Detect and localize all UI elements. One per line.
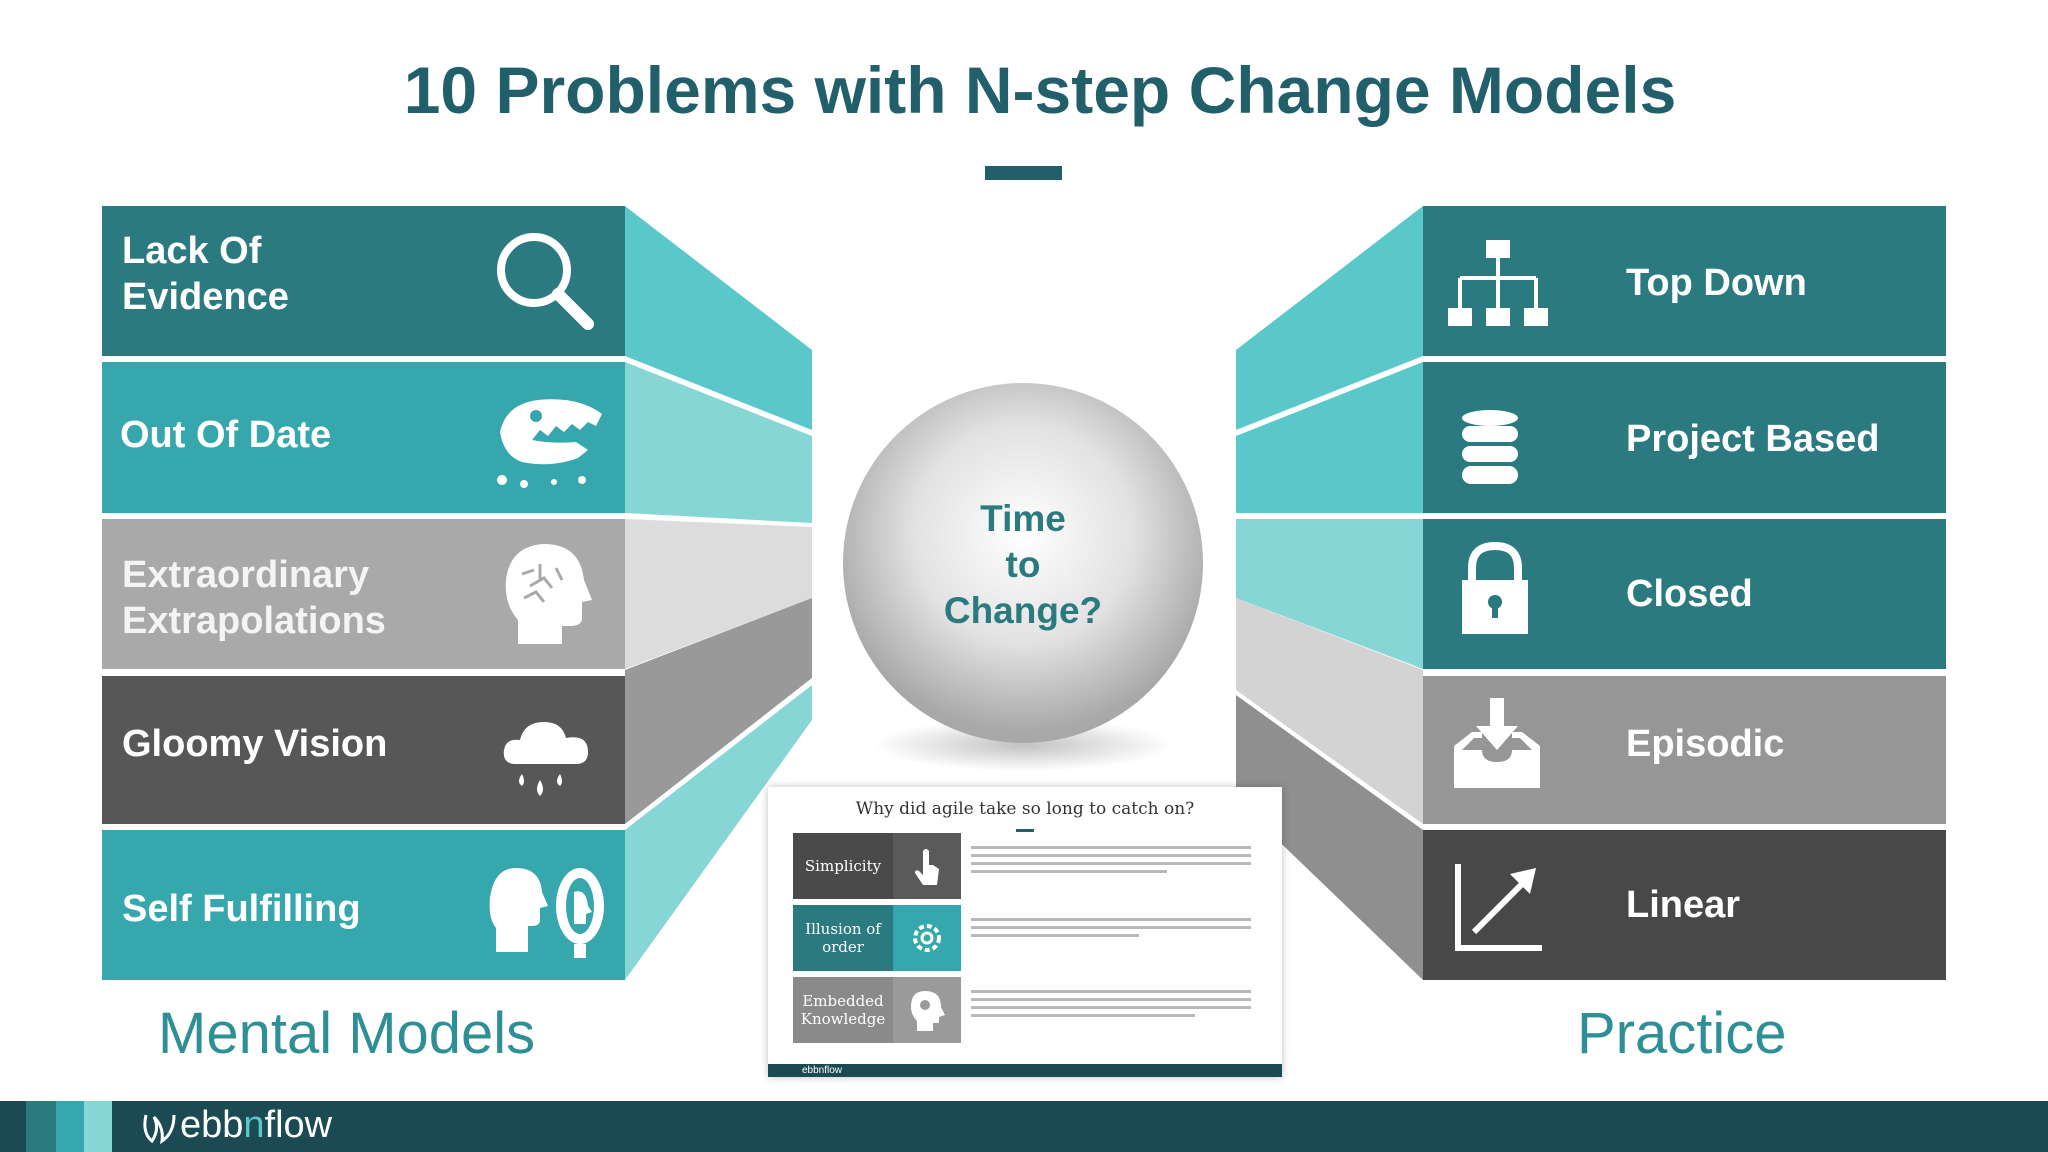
sphere-label: Time to Change? <box>843 496 1203 634</box>
inset-title-underline <box>1016 829 1034 832</box>
right-item-5-label: Linear <box>1626 884 1741 926</box>
magnifier-icon <box>497 233 594 330</box>
head-gears-icon <box>893 977 961 1043</box>
left-fan-3 <box>625 519 812 669</box>
trend-arrow-icon <box>1455 864 1542 951</box>
right-item-2-label: Project Based <box>1626 418 1880 460</box>
inset-slide: Why did agile take so long to catch on? … <box>768 787 1282 1077</box>
footer-stripe-4 <box>84 1101 112 1152</box>
logo-n: n <box>243 1104 265 1146</box>
footer-stripe-3 <box>56 1101 84 1152</box>
left-heading: Mental Models <box>158 1001 536 1066</box>
inset-row-label: Illusion of order <box>793 905 893 971</box>
inbox-download-icon <box>1454 698 1540 788</box>
right-heading: Practice <box>1577 1001 1787 1066</box>
org-chart-icon <box>1448 240 1548 326</box>
left-fan-1 <box>625 206 812 430</box>
left-fan-4 <box>625 598 812 824</box>
right-band-4 <box>1423 676 1946 824</box>
padlock-icon <box>1462 542 1528 634</box>
footer-logo: ebbnflow <box>140 1104 332 1147</box>
right-item-1-label: Top Down <box>1626 262 1807 304</box>
right-fan-3 <box>1236 519 1423 669</box>
footer-stripe-1 <box>0 1101 26 1152</box>
left-item-3-label: Extraordinary Extrapolations <box>122 552 386 644</box>
right-fan-5 <box>1236 695 1423 980</box>
logo-mark-icon <box>143 1114 176 1145</box>
inset-title: Why did agile take so long to catch on? <box>855 799 1195 819</box>
sphere-line3: Change? <box>943 590 1103 631</box>
right-band-5 <box>1423 830 1946 980</box>
logo-suffix: flow <box>264 1104 333 1146</box>
left-band-2 <box>102 362 625 513</box>
title-underline <box>985 166 1062 180</box>
pointer-hand-icon <box>893 833 961 899</box>
left-item-3-line1: Extraordinary <box>122 554 370 596</box>
left-item-1-line2: Evidence <box>122 276 289 318</box>
left-item-2-label: Out Of Date <box>120 414 332 456</box>
inset-row-label: Simplicity <box>793 833 893 899</box>
inset-footer: ebbnflow <box>768 1064 1282 1077</box>
left-item-1-label: Lack Of Evidence <box>122 228 289 320</box>
left-item-1-line1: Lack Of <box>122 230 262 272</box>
right-band-1 <box>1423 206 1946 356</box>
inset-row: Simplicity <box>793 833 1259 899</box>
right-fan-2 <box>1236 362 1423 513</box>
head-mirror-icon <box>489 868 604 958</box>
page-title: 10 Problems with N-step Change Models <box>403 53 1677 127</box>
left-band-1 <box>102 206 625 356</box>
database-icon <box>1462 410 1518 484</box>
inset-row-text <box>971 913 1251 965</box>
inset-row-text <box>971 841 1251 893</box>
sphere-line2: to <box>1005 544 1041 585</box>
footer-stripe-2 <box>26 1101 56 1152</box>
right-item-3-label: Closed <box>1626 573 1753 615</box>
left-fan-5 <box>625 685 812 980</box>
inset-row: Embedded Knowledge <box>793 977 1259 1043</box>
brain-head-icon <box>505 544 592 644</box>
sphere-shadow <box>873 719 1173 771</box>
left-item-4-label: Gloomy Vision <box>122 723 388 765</box>
sphere <box>843 383 1203 743</box>
inset-row-label: Embedded Knowledge <box>793 977 893 1043</box>
inset-row: Illusion of order <box>793 905 1259 971</box>
rain-cloud-icon <box>503 722 588 796</box>
footer-bar <box>0 1101 2048 1152</box>
logo-prefix: ebb <box>180 1104 244 1146</box>
right-fan-1 <box>1236 206 1423 430</box>
left-fan-2 <box>625 362 812 523</box>
gear-icon <box>893 905 961 971</box>
dinosaur-skull-icon <box>497 399 602 488</box>
left-item-3-line2: Extrapolations <box>122 600 386 642</box>
sphere-line1: Time <box>980 498 1066 539</box>
right-item-4-label: Episodic <box>1626 723 1785 765</box>
left-item-5-label: Self Fulfilling <box>122 888 361 930</box>
inset-footer-logo: ebbnflow <box>802 1065 843 1076</box>
right-fan-4 <box>1236 598 1423 824</box>
inset-row-text <box>971 985 1251 1037</box>
